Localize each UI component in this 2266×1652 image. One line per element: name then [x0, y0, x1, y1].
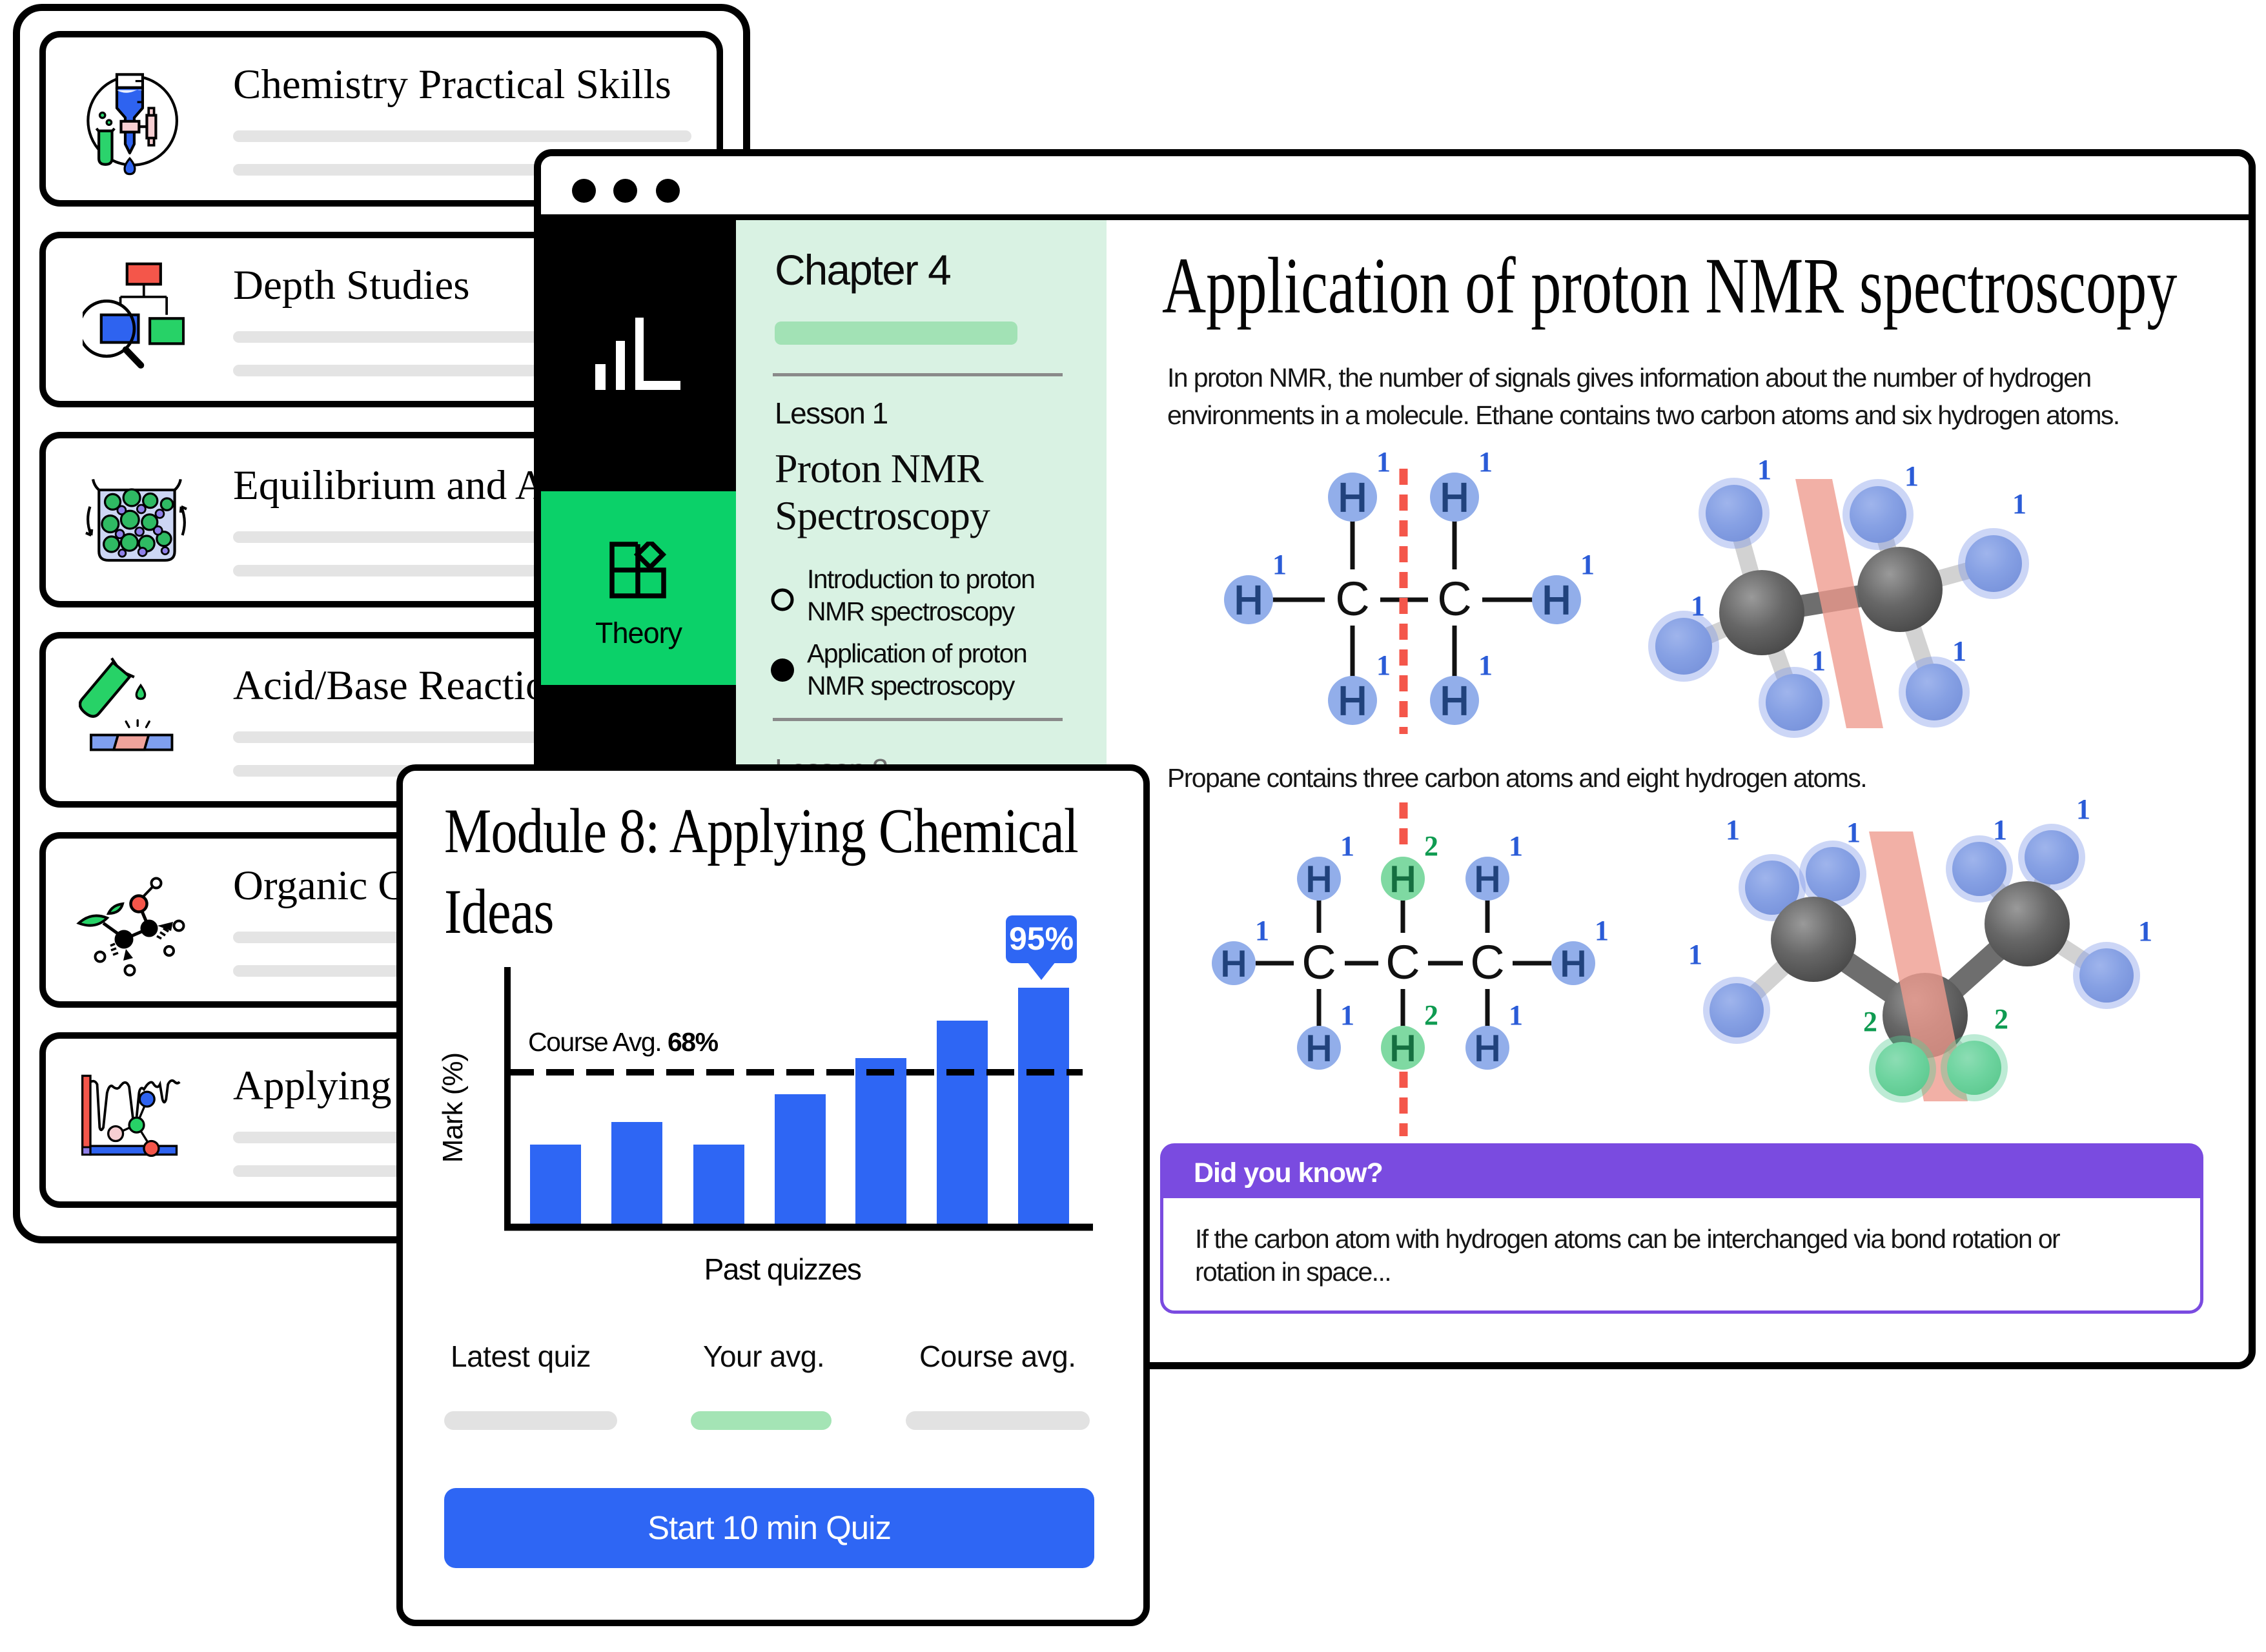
svg-text:H: H: [1475, 859, 1500, 899]
svg-text:1: 1: [1509, 999, 1523, 1031]
svg-text:1: 1: [1255, 915, 1269, 946]
svg-text:H: H: [1560, 943, 1586, 984]
svg-text:1: 1: [1595, 915, 1609, 946]
svg-text:2: 2: [1994, 1003, 2008, 1035]
svg-text:1: 1: [2138, 915, 2152, 947]
svg-text:1: 1: [1340, 830, 1354, 862]
svg-text:1: 1: [1376, 446, 1391, 478]
svg-text:C: C: [1301, 935, 1336, 989]
svg-text:H: H: [1390, 859, 1416, 899]
svg-text:1: 1: [1952, 635, 1966, 667]
svg-text:C: C: [1437, 572, 1471, 626]
svg-text:Mark (%): Mark (%): [437, 1053, 469, 1163]
svg-text:1: 1: [1812, 645, 1826, 677]
svg-text:H: H: [1475, 1028, 1500, 1068]
svg-text:H: H: [1306, 859, 1332, 899]
svg-text:H: H: [1338, 476, 1367, 520]
svg-text:2: 2: [1424, 999, 1438, 1031]
svg-text:1: 1: [1509, 830, 1523, 862]
svg-text:H: H: [1440, 679, 1469, 724]
svg-text:1: 1: [1904, 460, 1919, 492]
svg-text:C: C: [1470, 935, 1504, 989]
svg-text:H: H: [1306, 1028, 1332, 1068]
svg-text:2: 2: [1424, 830, 1438, 862]
svg-text:1: 1: [2076, 793, 2090, 825]
svg-text:H: H: [1440, 476, 1469, 520]
svg-text:1: 1: [1580, 549, 1595, 580]
svg-text:1: 1: [1757, 454, 1771, 485]
svg-text:2: 2: [1863, 1006, 1877, 1037]
svg-text:95%: 95%: [1009, 921, 1074, 957]
svg-text:H: H: [1234, 578, 1263, 623]
svg-text:C: C: [1335, 572, 1369, 626]
svg-text:1: 1: [1272, 549, 1287, 580]
svg-text:1: 1: [1478, 446, 1493, 478]
svg-text:C: C: [1385, 935, 1420, 989]
svg-text:1: 1: [1340, 999, 1354, 1031]
svg-text:1: 1: [1846, 817, 1861, 848]
svg-text:1: 1: [2012, 488, 2026, 520]
svg-text:1: 1: [1726, 814, 1740, 846]
svg-text:H: H: [1221, 943, 1247, 984]
svg-text:H: H: [1542, 578, 1571, 623]
svg-text:1: 1: [1478, 649, 1493, 681]
svg-text:H: H: [1338, 679, 1367, 724]
svg-text:1: 1: [1691, 590, 1705, 622]
svg-text:Course Avg. 68%: Course Avg. 68%: [528, 1027, 719, 1057]
svg-text:1: 1: [1688, 939, 1702, 970]
svg-text:Past quizzes: Past quizzes: [704, 1252, 861, 1286]
svg-text:1: 1: [1376, 649, 1391, 681]
svg-text:H: H: [1390, 1028, 1416, 1068]
svg-text:1: 1: [1993, 814, 2007, 846]
